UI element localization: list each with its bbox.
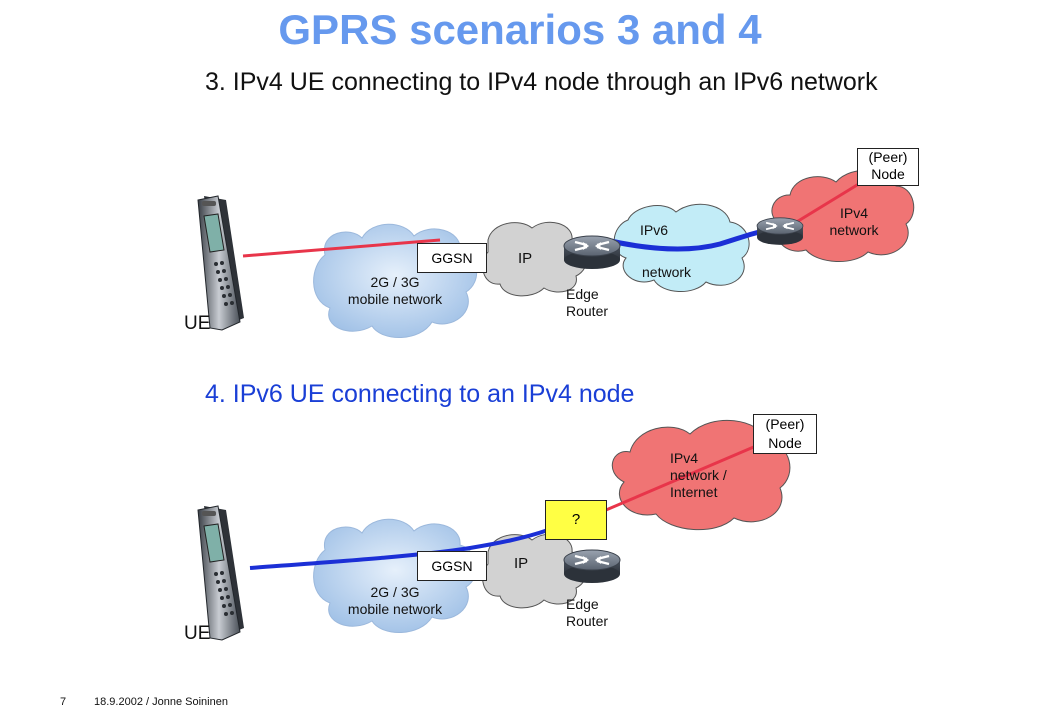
- peer-node-box-4: (Peer) Node: [753, 414, 817, 454]
- ipv6-label: IPv6: [640, 222, 669, 238]
- ip-cloud-label-3: IP: [518, 250, 533, 267]
- peer-node-label-4: (Peer) Node: [765, 416, 805, 451]
- ip-cloud-label-4: IP: [514, 555, 529, 572]
- peer-node-box-3: (Peer) Node: [857, 148, 919, 186]
- footer-page-number: 7: [60, 696, 67, 708]
- ipv6-tunnel-link: [605, 227, 771, 252]
- mobile-network-cloud-4: [313, 518, 478, 634]
- ipv4-link-to-peer-4: [605, 444, 757, 512]
- ipv6-network-label: network: [642, 264, 692, 280]
- ip-cloud-4: [482, 533, 588, 609]
- ipv4-link-ue-to-ggsn: [242, 238, 441, 258]
- ue-label-4: UE: [184, 623, 211, 644]
- ipv4-internet-cloud-4: [611, 419, 791, 531]
- mobile-phone-icon-3: [197, 195, 245, 331]
- unknown-translator-box: ?: [545, 500, 607, 540]
- peer-node-label-3: (Peer) Node: [868, 149, 908, 182]
- ipv4-network-label-3: IPv4 network: [829, 205, 879, 238]
- router-icon-ipv4-3: [756, 216, 804, 246]
- edge-router-label-3: Edge Router: [566, 286, 609, 319]
- mobile-network-label-4: 2G / 3G mobile network: [347, 584, 443, 617]
- footer-text: 18.9.2002 / Jonne Soininen: [94, 696, 228, 708]
- ip-cloud-3: [482, 221, 588, 297]
- ipv4-link-to-peer-3: [789, 180, 863, 228]
- scenario-4-heading: 4. IPv6 UE connecting to an IPv4 node: [205, 380, 635, 408]
- ipv4-network-label-4: IPv4 network / Internet: [670, 450, 727, 500]
- page-title: GPRS scenarios 3 and 4: [278, 6, 762, 53]
- mobile-phone-icon-4: [197, 505, 245, 641]
- mobile-network-label-3: 2G / 3G mobile network: [347, 274, 443, 307]
- ggsn-box-4: GGSN: [417, 551, 487, 581]
- ue-label-3: UE: [184, 313, 211, 334]
- edge-router-icon-4: [562, 548, 622, 585]
- ggsn-box-3: GGSN: [417, 243, 487, 273]
- edge-router-label-4: Edge Router: [566, 596, 609, 629]
- scenario-3-heading: 3. IPv4 UE connecting to IPv4 node throu…: [205, 68, 878, 96]
- edge-router-icon-3: [562, 234, 622, 271]
